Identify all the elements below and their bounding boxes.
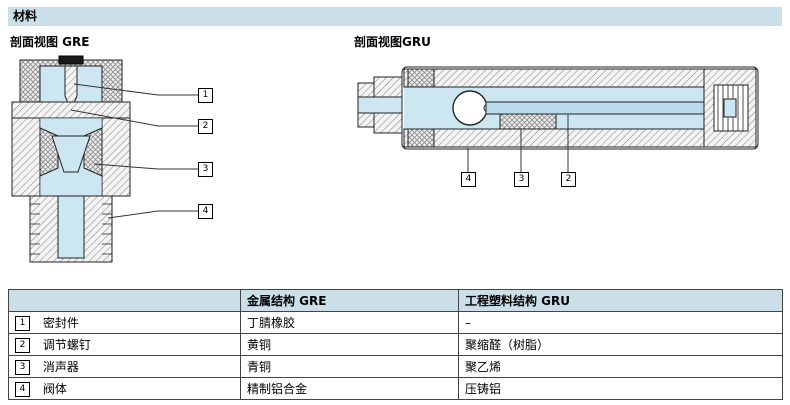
materials-col-part bbox=[8, 289, 241, 312]
gru-section-label: 剖面视图GRU bbox=[354, 35, 431, 49]
row-number-box: 2 bbox=[15, 338, 30, 353]
part-name: 阀体 bbox=[42, 382, 67, 396]
gru-material: 压铸铝 bbox=[458, 377, 783, 400]
callout-gre-4: 4 bbox=[198, 204, 213, 219]
callout-gru-3: 3 bbox=[514, 172, 529, 187]
callout-gre-2: 2 bbox=[198, 119, 213, 134]
part-name: 调节螺钉 bbox=[42, 338, 91, 352]
gre-material: 青铜 bbox=[240, 355, 459, 378]
gre-section-label: 剖面视图 GRE bbox=[10, 35, 90, 49]
row-number-box: 1 bbox=[15, 316, 30, 331]
gre-material: 丁腈橡胶 bbox=[240, 311, 459, 334]
gre-sectional-drawing bbox=[11, 55, 198, 263]
row-number-box: 3 bbox=[15, 360, 30, 375]
materials-col-gru: 工程塑料结构 GRU bbox=[458, 289, 783, 312]
gre-material: 黄铜 bbox=[240, 333, 459, 356]
part-name: 消声器 bbox=[42, 360, 79, 374]
gru-material: 聚缩醛（树脂） bbox=[458, 333, 783, 356]
gru-material: 聚乙烯 bbox=[458, 355, 783, 378]
materials-title: 材料 bbox=[13, 9, 38, 23]
materials-header: 材料 bbox=[8, 7, 782, 26]
table-row: 4 阀体 精制铝合金 压铸铝 bbox=[8, 377, 783, 400]
gru-material: – bbox=[458, 311, 783, 334]
table-row: 1 密封件 丁腈橡胶 – bbox=[8, 311, 783, 334]
table-header-row: 金属结构 GRE 工程塑料结构 GRU bbox=[8, 289, 783, 312]
materials-table: 金属结构 GRE 工程塑料结构 GRU 1 密封件 丁腈橡胶 – 2 调节螺钉 … bbox=[8, 289, 783, 400]
table-row: 2 调节螺钉 黄铜 聚缩醛（树脂） bbox=[8, 333, 783, 356]
callout-gru-4: 4 bbox=[461, 172, 476, 187]
callout-gru-2: 2 bbox=[561, 172, 576, 187]
part-cell: 1 密封件 bbox=[8, 311, 241, 334]
part-name: 密封件 bbox=[42, 316, 79, 330]
callout-gre-3: 3 bbox=[198, 162, 213, 177]
gre-material: 精制铝合金 bbox=[240, 377, 459, 400]
part-cell: 2 调节螺钉 bbox=[8, 333, 241, 356]
row-number-box: 4 bbox=[15, 382, 30, 397]
callout-gre-1: 1 bbox=[198, 88, 213, 103]
table-row: 3 消声器 青铜 聚乙烯 bbox=[8, 355, 783, 378]
materials-col-gre: 金属结构 GRE bbox=[240, 289, 459, 312]
part-cell: 3 消声器 bbox=[8, 355, 241, 378]
gru-sectional-drawing bbox=[357, 66, 759, 172]
part-cell: 4 阀体 bbox=[8, 377, 241, 400]
